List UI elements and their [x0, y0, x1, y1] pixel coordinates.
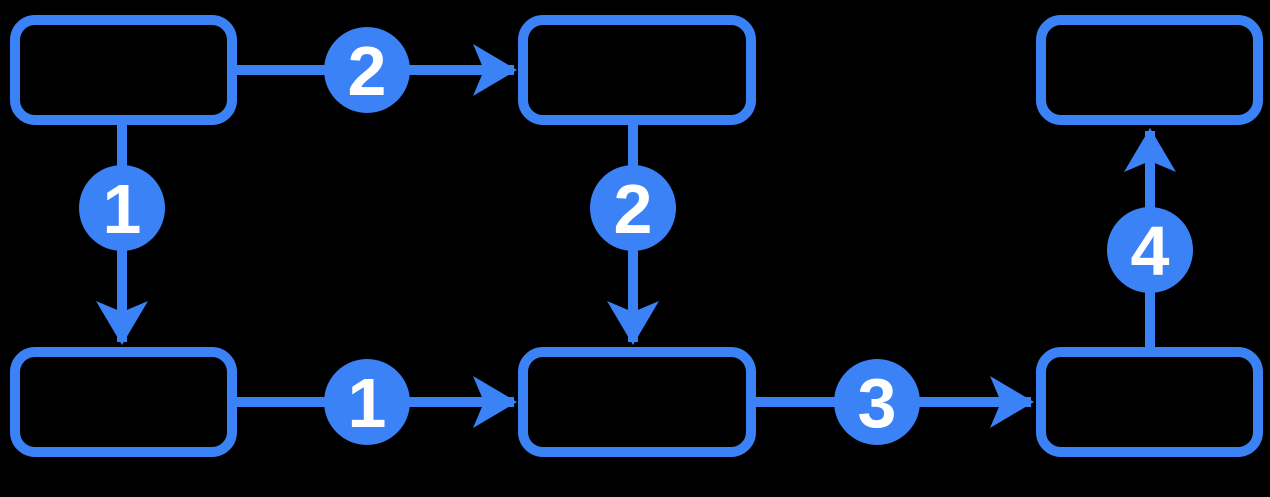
step-badge-circle-2-vertical — [590, 165, 676, 251]
step-badge-circle-1-vertical — [79, 165, 165, 251]
step-badge-circle-2-horizontal — [324, 27, 410, 113]
node-box-top-left — [10, 15, 237, 125]
step-badge-label-1-vertical: 1 — [103, 170, 142, 248]
step-badge-label-1-horizontal: 1 — [348, 364, 387, 442]
node-box-bottom-left — [10, 347, 237, 457]
node-box-top-middle — [518, 15, 756, 125]
step-badge-circle-4 — [1107, 207, 1193, 293]
step-badge-circle-1-horizontal — [324, 359, 410, 445]
nodes — [10, 15, 1263, 457]
node-box-bottom-middle — [518, 347, 756, 457]
step-badge-label-3: 3 — [858, 364, 897, 442]
step-badge-circle-3 — [834, 359, 920, 445]
node-box-top-right — [1036, 15, 1263, 125]
step-badge-label-2-vertical: 2 — [614, 170, 653, 248]
step-badge-label-4: 4 — [1131, 212, 1170, 290]
node-box-bottom-right — [1036, 347, 1263, 457]
step-badge-label-2-horizontal: 2 — [348, 32, 387, 110]
step-badges: 1 2 2 1 3 4 — [79, 27, 1193, 445]
